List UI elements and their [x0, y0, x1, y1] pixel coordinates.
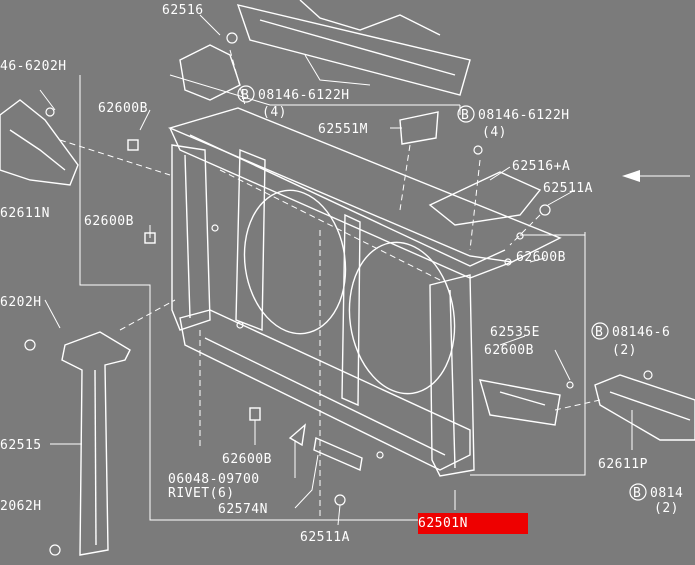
- stay-62515: [24, 331, 131, 556]
- label-62515[interactable]: 62515: [0, 438, 42, 453]
- circle-b-mark-2: B: [457, 105, 475, 123]
- label-08146-b[interactable]: 08146-6122H: [478, 108, 570, 123]
- label-08146-c-qty: (2): [612, 343, 637, 358]
- label-62551m[interactable]: 62551M: [318, 122, 368, 137]
- label-62600b-1[interactable]: 62600B: [98, 101, 148, 116]
- circle-b-mark-4: B: [629, 483, 647, 501]
- label-62511a-right[interactable]: 62511A: [543, 181, 593, 196]
- label-62600b-4[interactable]: 62600B: [484, 343, 534, 358]
- label-08146-a[interactable]: 08146-6122H: [258, 88, 350, 103]
- bolt-62511a-right: [539, 204, 551, 216]
- front-direction-arrow: [622, 170, 690, 182]
- circle-b-mark-1: B: [237, 85, 255, 103]
- label-08146-c[interactable]: 08146-6: [612, 325, 670, 340]
- label-62600b-2[interactable]: 62600B: [84, 214, 134, 229]
- label-62611n[interactable]: 62611N: [0, 206, 50, 221]
- label-62516a[interactable]: 62516+A: [512, 159, 570, 174]
- svg-text:B: B: [241, 88, 249, 103]
- seal-62551m: [399, 111, 439, 145]
- label-62511a-bottom[interactable]: 62511A: [300, 530, 350, 545]
- label-08146-d-qty: (2): [654, 501, 679, 516]
- bracket-62516a: [428, 145, 542, 226]
- label-62501n[interactable]: 62501N: [418, 516, 468, 531]
- svg-text:B: B: [461, 108, 469, 123]
- svg-text:B: B: [595, 325, 603, 340]
- bracket-62611p: [594, 370, 695, 441]
- bolt-62511a: [334, 494, 346, 506]
- label-rivet: RIVET(6): [168, 486, 235, 501]
- bracket-62516: [179, 32, 241, 101]
- label-2062h[interactable]: 2062H: [0, 499, 42, 514]
- label-6202h-top[interactable]: 46-6202H: [0, 59, 67, 74]
- label-62574n[interactable]: 62574N: [218, 502, 268, 517]
- leader-lines: [39, 14, 633, 526]
- label-08146-b-qty: (4): [482, 125, 507, 140]
- clip-62600b-5: [249, 407, 261, 421]
- label-62600b-5[interactable]: 62600B: [222, 452, 272, 467]
- rivet: [288, 423, 306, 447]
- label-62611p[interactable]: 62611P: [598, 457, 648, 472]
- radiator-core-support: [167, 0, 574, 477]
- seal-62574n: [313, 437, 363, 471]
- label-62535e[interactable]: 62535E: [490, 325, 540, 340]
- highlight-62501n: [418, 513, 528, 534]
- circle-b-mark-3: B: [591, 322, 609, 340]
- label-06048[interactable]: 06048-09700: [168, 472, 260, 487]
- assembly-lines: [59, 49, 601, 520]
- label-08146-a-qty: (4): [262, 105, 287, 120]
- clip-62600b-1: [127, 139, 139, 151]
- label-6202h-mid[interactable]: 6202H: [0, 295, 42, 310]
- svg-text:B: B: [633, 486, 641, 501]
- label-08146-d[interactable]: 0814: [650, 486, 683, 501]
- bracket-62611n: [0, 99, 79, 186]
- label-62600b-3[interactable]: 62600B: [516, 250, 566, 265]
- label-62516[interactable]: 62516: [162, 3, 204, 18]
